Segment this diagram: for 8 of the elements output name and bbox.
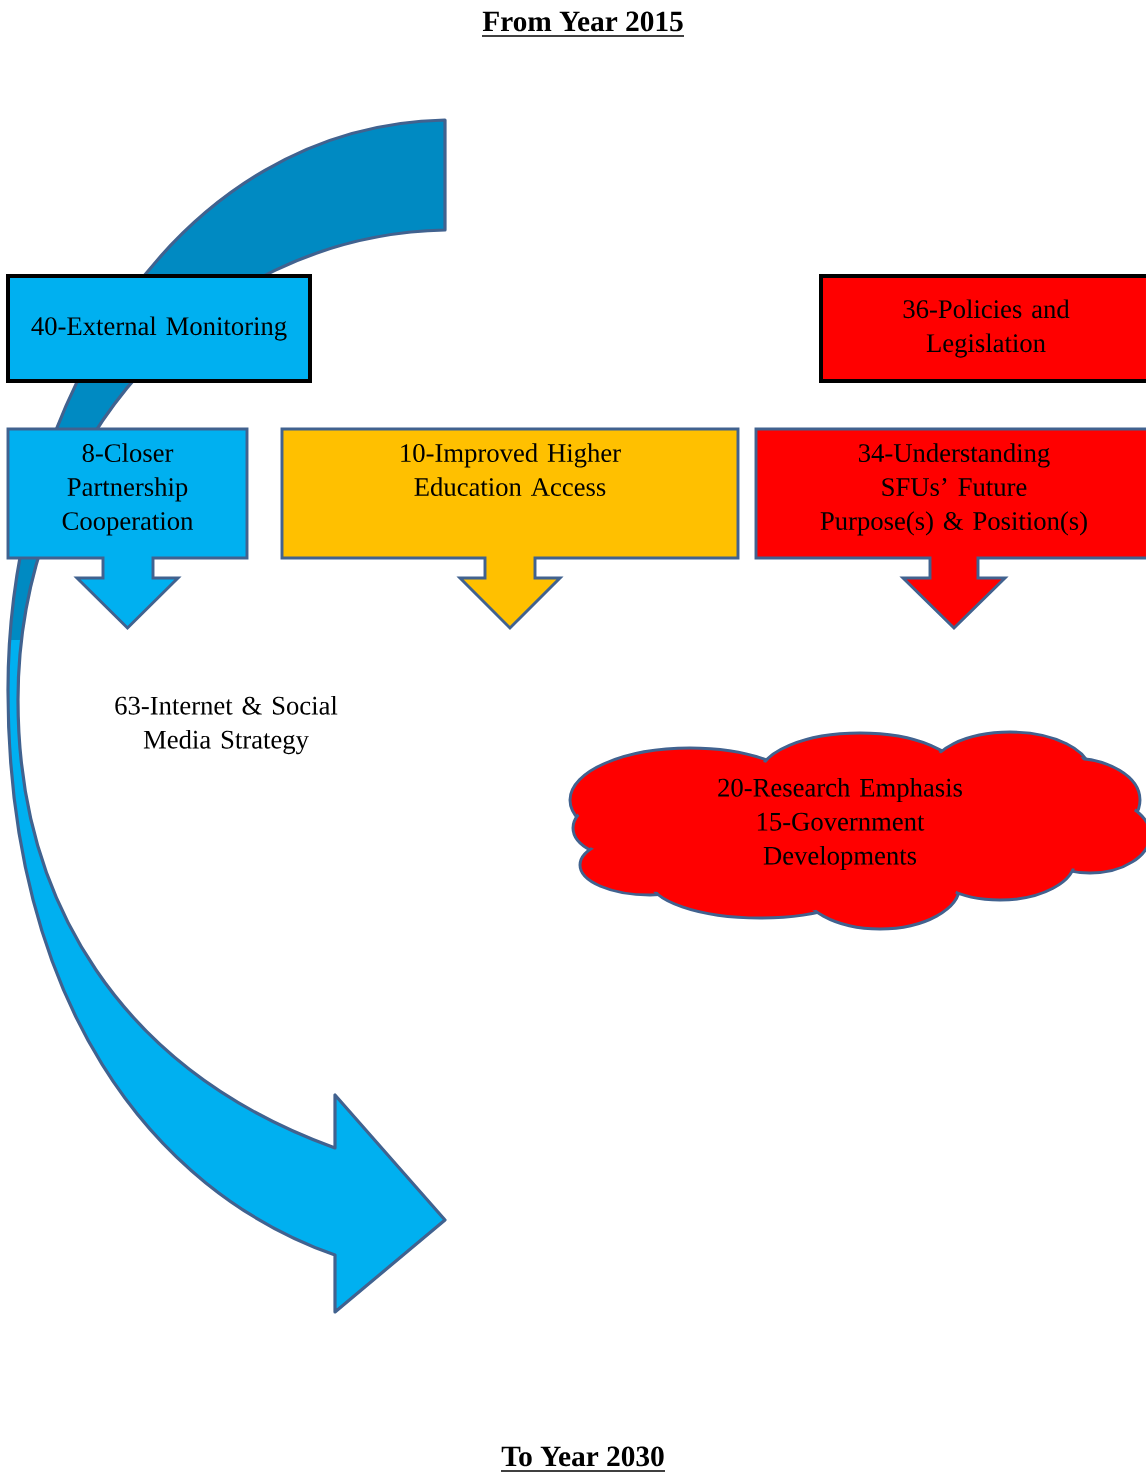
callout-box: 8-Closer Partnership Cooperation — [6, 427, 249, 631]
callout-box: 10-Improved Higher Education Access — [280, 427, 740, 631]
callout-box: 34-Understanding SFUs’ Future Purpose(s) & Position(s) — [754, 427, 1146, 631]
heading: To Year 2030 — [500, 1446, 666, 1472]
text-label: 63-Internet & Social Media Strategy — [115, 695, 338, 755]
heading: From Year 2015 — [481, 11, 685, 37]
topic-box: 40-External Monitoring — [6, 274, 312, 383]
topic-box: 36-Policies and Legislation — [819, 274, 1146, 383]
